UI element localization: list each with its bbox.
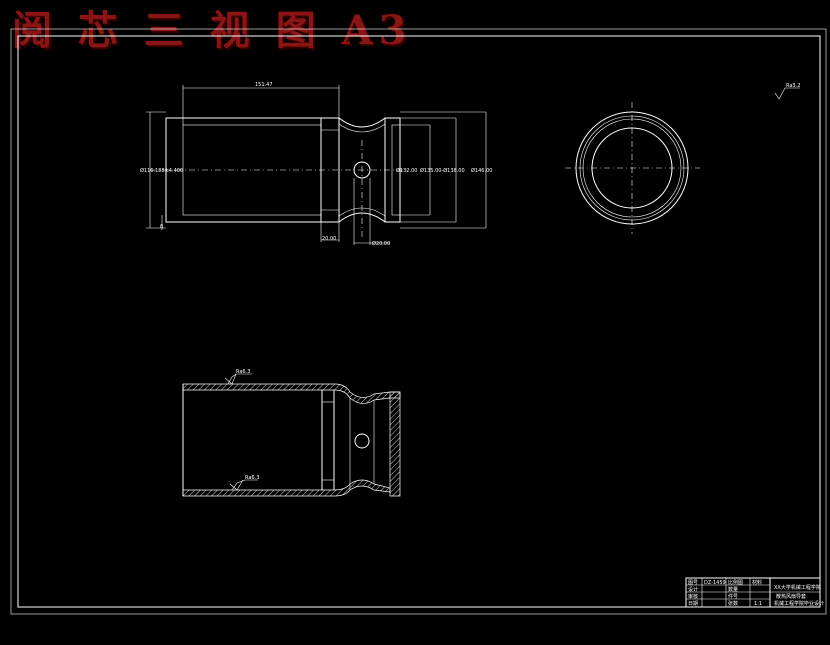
- roughness-top-label: Ra3.2: [786, 83, 800, 89]
- tb-r2c2: 件号: [728, 593, 738, 600]
- dim-overall-length: 151.47: [255, 82, 273, 88]
- tb-r0c3: 材料: [752, 579, 762, 586]
- tb-r1c2: 数量: [728, 586, 738, 593]
- tb-r2c0: 审核: [688, 593, 698, 600]
- dim-flange-inner: Ø135.00-Ø138.00: [420, 167, 465, 174]
- tb-part-name: 散热风扇导套: [776, 593, 806, 600]
- roughness-section-inner-label: Ra6.3: [245, 475, 259, 481]
- dim-ring-width: 20.00: [322, 236, 336, 242]
- dim-outer-right: Ø146.00: [471, 167, 492, 174]
- roughness-symbol-top: Ra3.2: [774, 83, 800, 100]
- tb-r0c2: 比例图: [728, 579, 743, 586]
- outer-border: [10, 28, 827, 615]
- tb-r1c0: 设计: [688, 586, 698, 593]
- tb-school: XX大学机械工程学院: [774, 584, 821, 591]
- inner-border: [17, 35, 821, 608]
- tb-r0c0: 图号: [688, 580, 698, 586]
- roughness-section-outer-label: Ra6.3: [236, 369, 250, 375]
- dim-bore-left: Ø116.188±4.400: [140, 167, 183, 174]
- tb-r0c1: DZ-1459: [704, 580, 726, 586]
- title-block: 图号 DZ-1459 比例图 材料 设计 数量 审核 件号 日期 张数 1:1 …: [685, 577, 824, 608]
- front-view: 151.47 Ø116.188±4.400 8 Ø132.00 Ø135.00-…: [140, 82, 492, 247]
- tb-project: 机械工程学院毕业设计: [774, 600, 824, 607]
- tb-r3c3: 1:1: [754, 601, 762, 607]
- dim-small: 8: [160, 224, 163, 230]
- roughness-symbol-section-outer: Ra6.3: [224, 369, 252, 385]
- side-view: [565, 102, 700, 234]
- dim-hole-width: Ø20.00: [372, 240, 390, 247]
- tb-r3c2: 张数: [728, 600, 738, 607]
- roughness-symbol-section-inner: Ra6.3: [229, 475, 259, 491]
- watermark-title: 阅 芯 三 视 图 A3: [12, 7, 413, 54]
- section-view: [182, 383, 401, 497]
- tb-r3c0: 日期: [688, 601, 698, 607]
- dim-neck: Ø132.00: [396, 167, 417, 174]
